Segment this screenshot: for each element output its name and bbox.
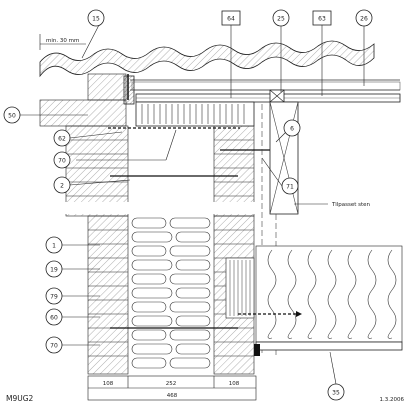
- callout-6: 6: [283, 119, 301, 137]
- callout-19-label: 19: [50, 267, 58, 274]
- callout-64-box: [221, 10, 241, 26]
- callout-50-label: 50: [8, 113, 16, 120]
- adapted-stone: [225, 257, 255, 319]
- callout-25-label: 25: [277, 16, 285, 23]
- callout-2: 2: [53, 176, 71, 194]
- callout-35-circle: [327, 383, 345, 401]
- adapted-stone-lines: [229, 260, 251, 316]
- wall-ties: [110, 149, 274, 329]
- roof-area: [39, 40, 401, 105]
- callout-60: 60: [45, 308, 63, 326]
- callout-50-circle: [3, 106, 21, 124]
- callout-50: 50: [3, 106, 21, 124]
- callout-62: 62: [53, 129, 71, 147]
- timber-post: [269, 101, 299, 215]
- callout-62-circle: [53, 129, 71, 147]
- dim-total: 468: [167, 393, 178, 399]
- callout-71-circle: [281, 177, 299, 195]
- callout-63-box: [312, 10, 332, 26]
- underlay-strip: [131, 81, 401, 91]
- callout-70-lower-circle: [45, 336, 63, 354]
- callout-60-label: 60: [50, 315, 58, 322]
- dim-outer-leaf: 108: [103, 381, 114, 387]
- floor-insulation-waves: [267, 249, 397, 339]
- callout-2-circle: [53, 176, 71, 194]
- callout-70-upper: 70: [53, 151, 71, 169]
- min-clearance-note: min. 30 mm: [39, 34, 86, 50]
- callout-25: 25: [272, 9, 290, 27]
- callout-63-label: 63: [318, 16, 326, 23]
- dim-cavity: 252: [166, 381, 177, 387]
- outer-brick-upper: [65, 125, 129, 217]
- wall-plate-zone: [39, 99, 127, 127]
- ceiling-edge-block: [254, 344, 260, 356]
- top-brick-a: [87, 73, 127, 101]
- floor-tie-arrow: [296, 311, 302, 317]
- callout-1: 1: [45, 236, 63, 254]
- callout-71: 71: [281, 177, 299, 195]
- wall-plate-grain: [141, 104, 245, 124]
- callout-70-lower: 70: [45, 336, 63, 354]
- callout-70-lower-label: 70: [50, 343, 58, 350]
- callout-79-circle: [45, 287, 63, 305]
- dimension-chain: 108 252 108 468: [87, 375, 257, 401]
- outer-leaf: [39, 73, 129, 375]
- callout-64: 64: [221, 10, 241, 26]
- inner-leaf: [213, 125, 255, 375]
- callout-15-circle: [87, 9, 105, 27]
- callout-19-circle: [45, 260, 63, 278]
- floor-build-up: [238, 245, 403, 356]
- callout-35: 35: [327, 383, 345, 401]
- drawing-code: M9UG2: [6, 394, 34, 403]
- callout-26: 26: [355, 9, 373, 27]
- callout-6-circle: [283, 119, 301, 137]
- ceiling-board: [255, 341, 403, 351]
- callout-64-label: 64: [227, 16, 235, 23]
- roof-tiles: [39, 40, 375, 78]
- leader-lines: [18, 24, 365, 385]
- callout-79: 79: [45, 287, 63, 305]
- min-clearance-text: min. 30 mm: [46, 38, 79, 44]
- callout-70-upper-circle: [53, 151, 71, 169]
- callout-70-upper-label: 70: [58, 158, 66, 165]
- purlin-cross-b: [269, 89, 285, 103]
- callout-1-circle: [45, 236, 63, 254]
- callout-63: 63: [312, 10, 332, 26]
- callout-15-label: 15: [92, 16, 100, 23]
- break-gap: [60, 202, 260, 214]
- cavity-insulation: [131, 217, 211, 369]
- outer-brick-lower: [87, 215, 129, 375]
- callout-1-label: 1: [52, 243, 56, 250]
- callout-79-label: 79: [50, 294, 58, 301]
- drawing-date: 1.3.2006: [380, 397, 405, 403]
- callout-26-label: 26: [360, 16, 368, 23]
- callout-71-label: 71: [286, 184, 294, 191]
- dim-inner-leaf: 108: [229, 381, 240, 387]
- callout-26-circle: [355, 9, 373, 27]
- callout-35-label: 35: [332, 390, 340, 397]
- wall-plate: [108, 101, 255, 129]
- floor-insulation-frame: [255, 245, 403, 343]
- callout-2-label: 2: [60, 183, 64, 190]
- callout-15: 15: [87, 9, 105, 27]
- wall-plate-timber: [135, 101, 255, 127]
- callout-62-label: 62: [58, 136, 66, 143]
- callout-19: 19: [45, 260, 63, 278]
- adapted-stone-note: Tilpasset sten: [331, 202, 371, 208]
- brick-courses-left: [66, 139, 128, 357]
- callout-60-circle: [45, 308, 63, 326]
- callout-6-label: 6: [290, 126, 294, 133]
- callout-25-circle: [272, 9, 290, 27]
